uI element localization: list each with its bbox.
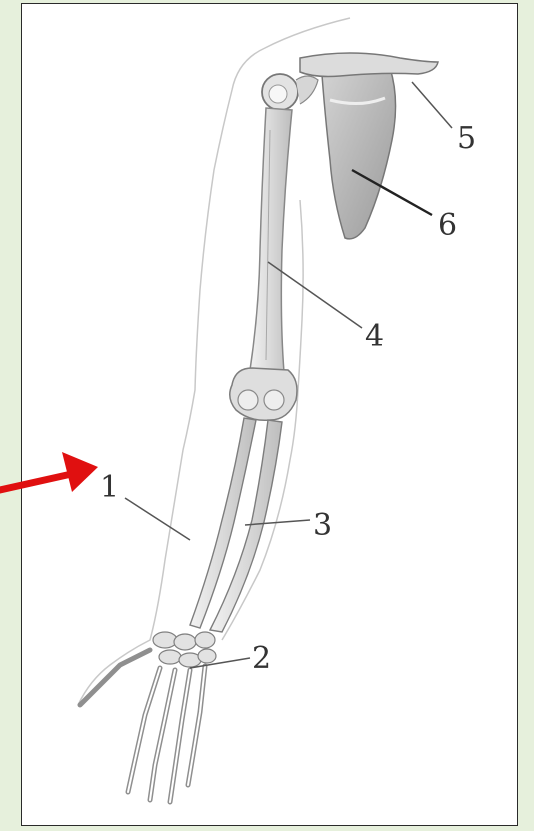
label-6: 6: [438, 208, 457, 243]
label-5: 5: [457, 121, 476, 156]
arm-outline: [78, 18, 350, 705]
label-3: 3: [313, 508, 332, 543]
label-1: 1: [100, 470, 119, 505]
scapula: [322, 65, 396, 239]
elbow-joint: [230, 368, 297, 420]
red-arrow-icon: [0, 452, 98, 492]
label-2: 2: [252, 641, 271, 676]
leader-line-1: [125, 498, 190, 540]
label-4: 4: [365, 319, 384, 354]
leader-line-5: [412, 82, 452, 128]
humerus: [250, 108, 292, 372]
carpal-bones: [153, 632, 216, 667]
clavicle: [300, 53, 438, 77]
